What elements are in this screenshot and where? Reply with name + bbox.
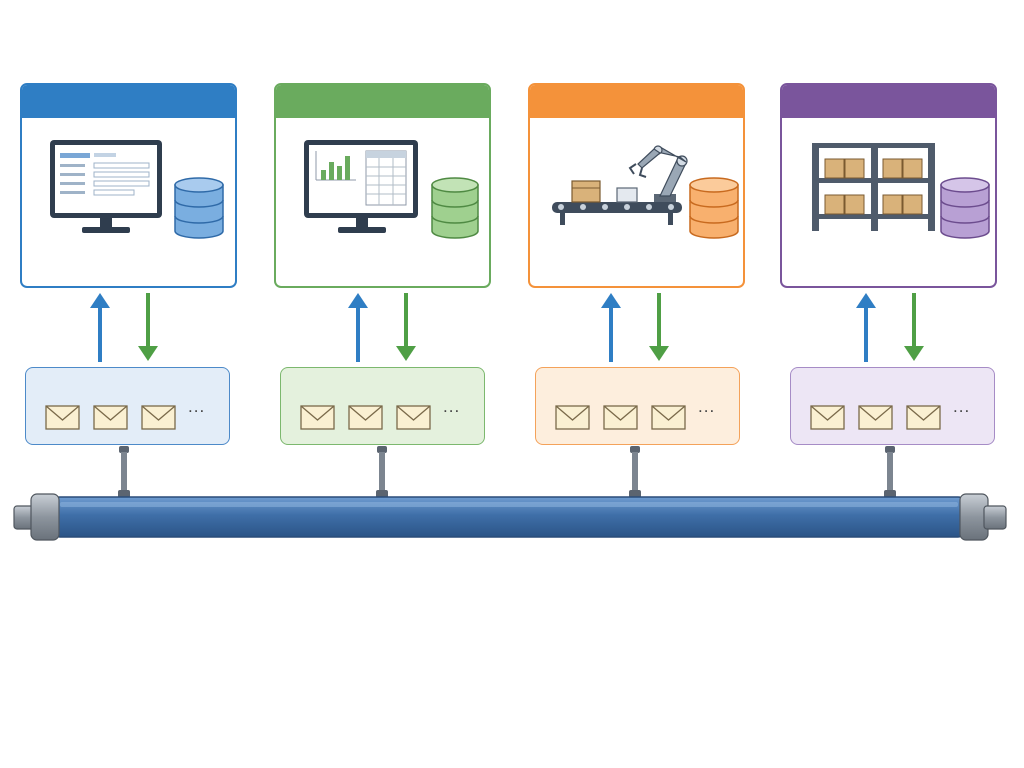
monitor-chart-icon xyxy=(304,140,418,233)
more-messages-ellipsis: ... xyxy=(953,397,971,416)
message-queue-3: ... xyxy=(535,367,740,445)
robot-arm-conveyor-icon xyxy=(552,145,688,225)
system-card-4 xyxy=(780,83,997,288)
database-icon xyxy=(431,177,479,239)
arrow-down-icon xyxy=(138,293,158,361)
queue-connector xyxy=(118,446,130,498)
more-messages-ellipsis: ... xyxy=(443,397,461,416)
arrow-up-icon xyxy=(601,293,621,362)
message-queue-1: ... xyxy=(25,367,230,445)
message-queue-4: ... xyxy=(790,367,995,445)
arrow-down-icon xyxy=(396,293,416,361)
envelope-icon xyxy=(858,405,893,430)
card-body xyxy=(276,118,489,286)
system-card-1 xyxy=(20,83,237,288)
arrow-up-icon xyxy=(90,293,110,362)
envelope-icon xyxy=(300,405,335,430)
card-body xyxy=(530,118,743,286)
envelope-icon xyxy=(93,405,128,430)
arrow-down-icon xyxy=(649,293,669,361)
database-icon xyxy=(940,177,990,239)
envelope-icon xyxy=(396,405,431,430)
card-header xyxy=(530,85,743,118)
more-messages-ellipsis: ... xyxy=(188,397,206,416)
envelope-icon xyxy=(906,405,941,430)
database-icon xyxy=(174,177,224,239)
card-body xyxy=(22,118,235,286)
queue-connector xyxy=(376,446,388,498)
envelope-icon xyxy=(348,405,383,430)
message-queue-2: ... xyxy=(280,367,485,445)
envelope-icon xyxy=(141,405,176,430)
envelope-icon xyxy=(651,405,686,430)
envelope-icon xyxy=(810,405,845,430)
system-card-2 xyxy=(274,83,491,288)
card-body xyxy=(782,118,995,286)
more-messages-ellipsis: ... xyxy=(698,397,716,416)
arrow-up-icon xyxy=(348,293,368,362)
queue-connector xyxy=(629,446,641,498)
envelope-icon xyxy=(603,405,638,430)
system-card-3 xyxy=(528,83,745,288)
warehouse-shelves-icon xyxy=(812,143,935,231)
card-header xyxy=(782,85,995,118)
arrow-down-icon xyxy=(904,293,924,361)
envelope-icon xyxy=(555,405,590,430)
message-bus-pipe-icon xyxy=(13,493,1007,541)
arrow-up-icon xyxy=(856,293,876,362)
card-header xyxy=(22,85,235,118)
card-header xyxy=(276,85,489,118)
envelope-icon xyxy=(45,405,80,430)
database-icon xyxy=(689,177,739,239)
monitor-form-icon xyxy=(50,140,162,233)
queue-connector xyxy=(884,446,896,498)
